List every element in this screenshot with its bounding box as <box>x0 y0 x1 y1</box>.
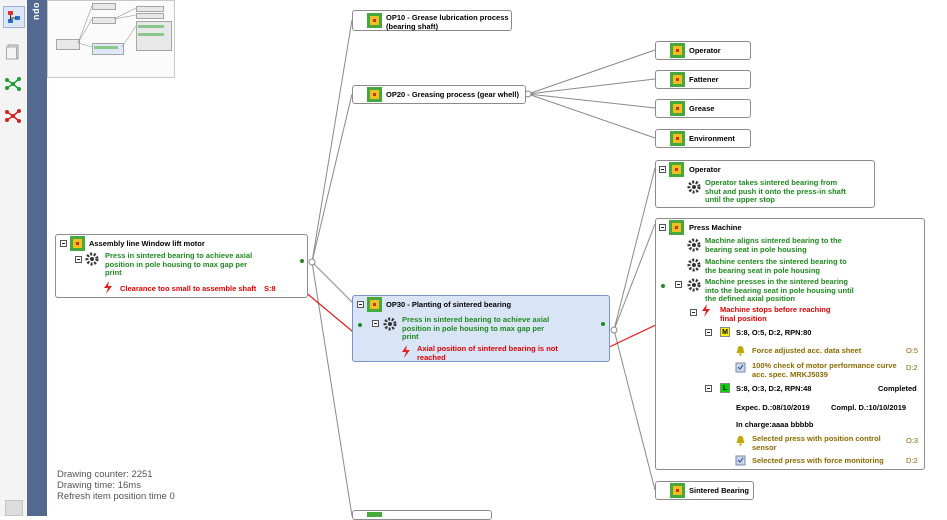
process-icon <box>70 236 85 251</box>
risk2-status: Completed <box>878 384 917 393</box>
risk-toggle[interactable] <box>705 329 712 336</box>
op30-node[interactable]: OP30 - Planting of sintered bearing Pres… <box>352 295 610 362</box>
press-function-1: Machine aligns sintered bearing to the b… <box>705 236 842 254</box>
root-function: Press in sintered bearing to achieve axi… <box>105 251 253 277</box>
drawing-stats: Drawing counter: 2251 Drawing time: 16ms… <box>57 469 175 502</box>
press-title: Press Machine <box>689 223 742 232</box>
green-network-icon[interactable] <box>3 74 23 94</box>
press-function-2: Machine centers the sintered bearing to … <box>705 257 847 275</box>
press-machine-node[interactable]: Press Machine Machine aligns sintered be… <box>655 218 925 470</box>
child-label: Fattener <box>689 75 719 84</box>
gear-icon <box>383 317 397 331</box>
element-icon <box>670 131 685 146</box>
root-failure: Clearance too small to assemble shaft <box>120 284 257 293</box>
expected-date: Expec. D.:08/10/2019 <box>736 403 810 412</box>
element-icon <box>670 72 685 87</box>
gear-icon <box>687 278 701 292</box>
collapse-toggle[interactable] <box>659 224 666 231</box>
process-icon <box>367 13 382 28</box>
operator-node[interactable]: Operator Operator takes sintered bearing… <box>655 160 875 208</box>
action1-text: Force adjusted acc. data sheet <box>752 346 862 355</box>
child-label: Operator <box>689 46 721 55</box>
bell-icon <box>736 436 745 446</box>
overview-minimap[interactable] <box>47 0 175 78</box>
action2-rating: D:2 <box>906 363 918 372</box>
op20-child-environment[interactable]: Environment <box>655 129 751 148</box>
gear-icon <box>687 180 701 194</box>
risk-badge-l: L <box>720 383 730 393</box>
element-icon <box>670 43 685 58</box>
process-icon <box>367 512 382 517</box>
risk-toggle[interactable] <box>705 385 712 392</box>
structure-tree-icon[interactable] <box>3 6 25 28</box>
bell-icon <box>736 346 745 356</box>
drawing-counter: Drawing counter: 2251 <box>57 469 153 480</box>
op20-child-fattener[interactable]: Fattener <box>655 70 751 89</box>
refresh-time: Refresh item position time 0 <box>57 491 175 502</box>
op30-function: Press in sintered bearing to achieve axi… <box>402 315 550 341</box>
side-panel-strip[interactable]: ndo <box>27 0 47 516</box>
child-label: Environment <box>689 134 735 143</box>
action1-rating: O:5 <box>906 346 919 355</box>
action3-text: Selected press with position control sen… <box>752 434 881 452</box>
document-icon[interactable] <box>3 42 23 62</box>
gear-icon <box>687 258 701 272</box>
root-severity: S:8 <box>264 284 276 293</box>
process-icon <box>367 87 382 102</box>
gear-icon <box>85 252 99 266</box>
press-failure: Machine stops before reaching final posi… <box>720 305 831 323</box>
function-dot <box>661 284 665 288</box>
sintered-title: Sintered Bearing <box>689 486 750 495</box>
process-icon <box>367 297 382 312</box>
function-toggle[interactable] <box>75 256 82 263</box>
element-icon <box>670 101 685 116</box>
gear-icon <box>687 238 701 252</box>
op20-child-grease[interactable]: Grease <box>655 99 751 118</box>
element-icon <box>669 162 684 177</box>
function-toggle[interactable] <box>675 281 682 288</box>
collapse-toggle[interactable] <box>357 301 364 308</box>
failure-bolt-icon <box>402 345 410 358</box>
in-charge: In charge:aaaa bbbbb <box>736 420 814 429</box>
next-op-node[interactable] <box>352 510 492 520</box>
red-network-icon[interactable] <box>3 106 23 126</box>
failure-bolt-icon <box>104 281 112 294</box>
collapse-toggle[interactable] <box>60 240 67 247</box>
check-doc-icon <box>735 455 746 466</box>
collapse-toggle[interactable] <box>659 166 666 173</box>
operator-function: Operator takes sintered bearing from shu… <box>705 178 846 204</box>
risk2-values: S:8, O:3, D:2, RPN:48 <box>736 384 812 393</box>
function-dot <box>300 259 304 263</box>
failure-toggle[interactable] <box>690 309 697 316</box>
function-dot <box>601 322 605 326</box>
element-icon <box>670 483 685 498</box>
press-function-3: Machine presses in the sintered bearing … <box>705 277 854 303</box>
action4-text: Selected press with force monitoring <box>752 456 884 465</box>
function-dot <box>358 323 362 327</box>
op30-failure: Axial position of sintered bearing is no… <box>417 344 558 362</box>
op20-title: OP20 - Greasing process (gear whell) <box>386 90 519 99</box>
function-toggle[interactable] <box>372 320 379 327</box>
sintered-bearing-node[interactable]: Sintered Bearing <box>655 481 754 500</box>
op30-title: OP30 - Planting of sintered bearing <box>386 300 512 309</box>
action4-rating: D:2 <box>906 456 918 465</box>
op20-child-operator[interactable]: Operator <box>655 41 751 60</box>
op10-node[interactable]: OP10 - Grease lubrication process (beari… <box>352 10 512 31</box>
element-icon <box>669 220 684 235</box>
child-label: Grease <box>689 104 715 113</box>
completed-date: Compl. D.:10/10/2019 <box>831 403 907 412</box>
failure-bolt-icon <box>702 304 710 317</box>
operator-title: Operator <box>689 165 721 174</box>
root-title: Assembly line Window lift motor <box>89 239 205 248</box>
drawing-time: Drawing time: 16ms <box>57 480 141 491</box>
op10-title: OP10 - Grease lubrication process (beari… <box>386 13 509 31</box>
action3-rating: O:3 <box>906 436 919 445</box>
action2-text: 100% check of motor performance curve ac… <box>752 361 897 379</box>
risk1-values: S:8, O:5, D:2, RPN:80 <box>736 328 812 337</box>
root-node-assembly-line[interactable]: Assembly line Window lift motor Press in… <box>55 234 308 298</box>
risk-badge-m: M <box>720 327 730 337</box>
check-doc-icon <box>735 362 746 373</box>
op20-node[interactable]: OP20 - Greasing process (gear whell) <box>352 85 526 104</box>
